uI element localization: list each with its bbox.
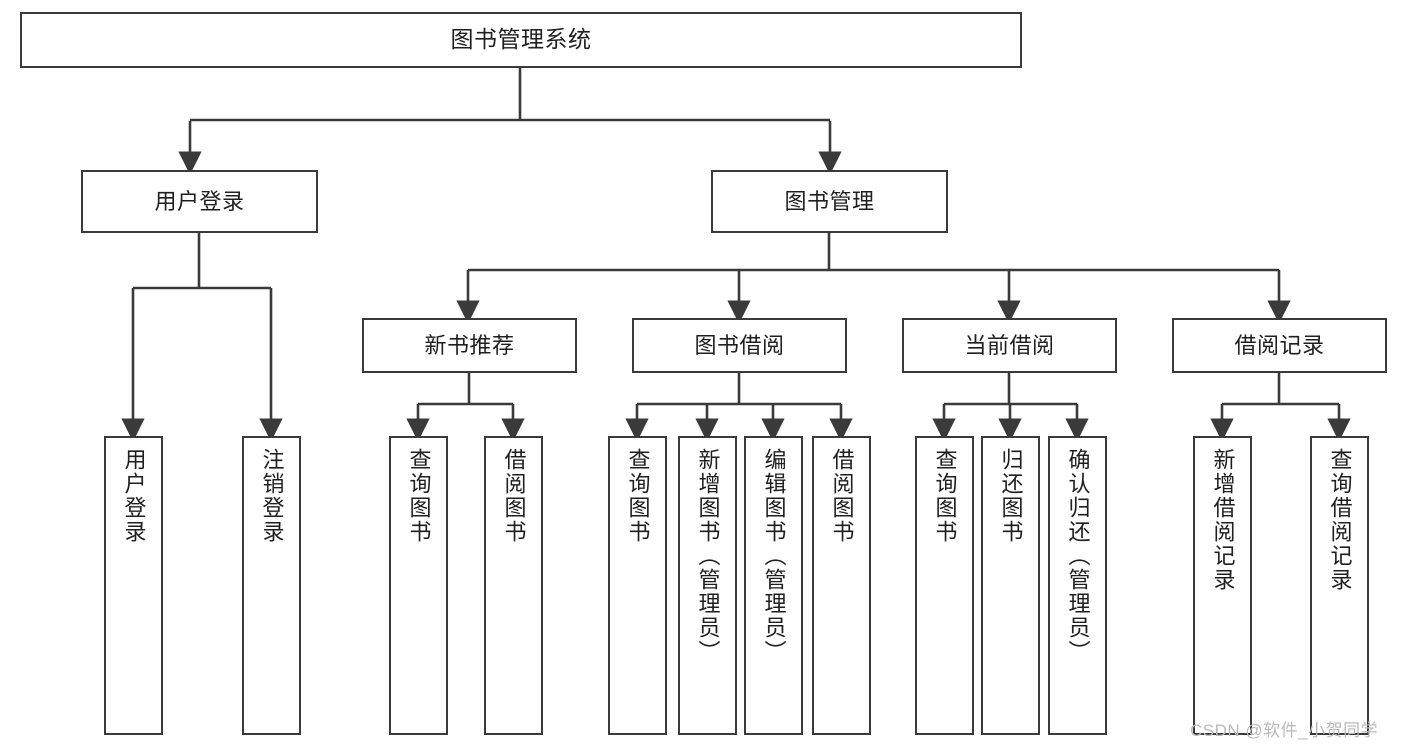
node-borrow-record[interactable]: 借阅记录 bbox=[1172, 318, 1387, 373]
node-label: 当前借阅 bbox=[964, 332, 1055, 358]
node-label: 新增借阅记录 bbox=[1210, 448, 1236, 592]
leaf-logout-login[interactable]: 注销登录 bbox=[242, 436, 301, 735]
node-label: 图书管理系统 bbox=[450, 26, 592, 53]
node-book-borrow[interactable]: 图书借阅 bbox=[632, 318, 847, 373]
node-user-login[interactable]: 用户登录 bbox=[81, 170, 318, 233]
node-label: 查询借阅记录 bbox=[1327, 448, 1353, 592]
node-label: 借阅图书 bbox=[829, 448, 855, 544]
node-label: 图书管理 bbox=[784, 188, 875, 214]
node-label: 图书借阅 bbox=[694, 332, 785, 358]
node-label: 查询图书 bbox=[932, 448, 958, 544]
node-label: 归还图书 bbox=[998, 448, 1024, 544]
leaf-borrow-book-1[interactable]: 借阅图书 bbox=[484, 436, 543, 735]
node-label: 查询图书 bbox=[625, 448, 651, 544]
node-label: 确认归还（管理员） bbox=[1065, 448, 1091, 664]
node-label: 注销登录 bbox=[259, 448, 285, 544]
node-label: 借阅图书 bbox=[501, 448, 527, 544]
leaf-query-book-1[interactable]: 查询图书 bbox=[389, 436, 448, 735]
node-new-book-recommend[interactable]: 新书推荐 bbox=[362, 318, 577, 373]
leaf-query-book-2[interactable]: 查询图书 bbox=[608, 436, 667, 735]
node-label: 编辑图书（管理员） bbox=[761, 448, 787, 664]
leaf-borrow-book-2[interactable]: 借阅图书 bbox=[812, 436, 871, 735]
node-label: 新增图书（管理员） bbox=[695, 448, 721, 664]
leaf-add-record[interactable]: 新增借阅记录 bbox=[1193, 436, 1252, 735]
node-label: 用户登录 bbox=[121, 448, 147, 544]
node-label: 查询图书 bbox=[406, 448, 432, 544]
leaf-query-book-3[interactable]: 查询图书 bbox=[915, 436, 974, 735]
leaf-confirm-return[interactable]: 确认归还（管理员） bbox=[1048, 436, 1107, 735]
node-label: 借阅记录 bbox=[1234, 332, 1325, 358]
leaf-edit-book[interactable]: 编辑图书（管理员） bbox=[744, 436, 803, 735]
node-label: 用户登录 bbox=[154, 188, 245, 214]
leaf-user-login[interactable]: 用户登录 bbox=[104, 436, 163, 735]
leaf-query-record[interactable]: 查询借阅记录 bbox=[1310, 436, 1369, 735]
leaf-add-book[interactable]: 新增图书（管理员） bbox=[678, 436, 737, 735]
node-current-borrow[interactable]: 当前借阅 bbox=[902, 318, 1117, 373]
node-book-management[interactable]: 图书管理 bbox=[711, 170, 948, 233]
node-label: 新书推荐 bbox=[424, 332, 515, 358]
leaf-return-book[interactable]: 归还图书 bbox=[981, 436, 1040, 735]
node-root-book-management-system[interactable]: 图书管理系统 bbox=[20, 12, 1022, 68]
